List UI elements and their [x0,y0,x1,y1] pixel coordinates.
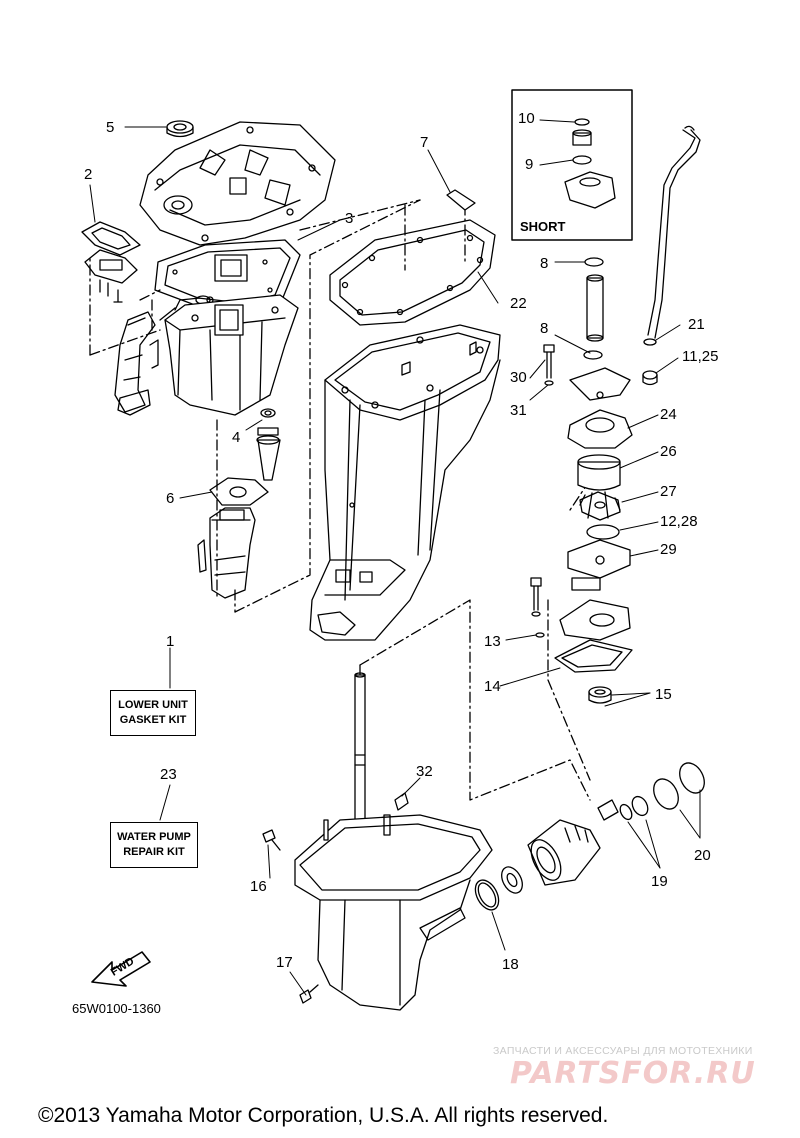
water-tube-8-part [583,257,604,360]
callout-18: 18 [502,956,519,973]
bearing-housing-part [527,819,601,886]
water-pump-repair-kit-box: WATER PUMP REPAIR KIT [110,822,202,872]
callout-8-bottom: 8 [540,320,549,337]
callout-12-28: 12,28 [660,513,698,530]
callout-31: 31 [510,402,527,419]
pin-13-part [535,632,545,638]
callout-16: 16 [250,878,267,895]
water-pipe-part [642,125,701,386]
callout-30: 30 [510,369,527,386]
callout-4: 4 [232,429,241,446]
callout-1: 1 [166,633,175,650]
spacer-part [501,866,523,894]
callout-26: 26 [660,443,677,460]
callout-leaders [89,119,701,996]
bracket-part [569,367,631,401]
callout-19: 19 [651,873,668,890]
gasket-22-part [329,219,496,326]
callout-29: 29 [660,541,677,558]
water-pump-kit-line1: WATER PUMP [117,831,191,843]
lower-unit-kit-line1: LOWER UNIT [118,699,188,711]
bearing-19-part [597,795,649,821]
water-pump-kit-line2: REPAIR KIT [123,846,185,858]
gasket-6-part [209,477,269,506]
callout-24: 24 [660,406,677,423]
callout-10: 10 [518,110,535,127]
callout-2: 2 [84,166,93,183]
outer-plate-cartridge-part [559,577,631,641]
callout-9: 9 [525,156,534,173]
callout-13: 13 [484,633,501,650]
seal-15-part [588,686,612,704]
callout-8-top: 8 [540,255,549,272]
callout-22: 22 [510,295,527,312]
copyright-footer: ©2013 Yamaha Motor Corporation, U.S.A. A… [38,1104,609,1127]
seal-4-part [260,408,276,418]
leader-dashed-lines [89,199,591,801]
key-32-part [394,792,409,811]
bolt-17-part [299,984,319,1004]
diagram-code: 65W0100-1360 [72,1001,161,1016]
callout-5: 5 [106,119,115,136]
bolt-16-part [262,829,281,851]
upper-casing-part [309,324,501,641]
pump-case-24-part [567,409,633,449]
lower-casing-part [294,814,493,1011]
muffler-part [159,294,299,416]
fwd-arrow-icon [91,951,151,987]
callout-23: 23 [160,766,177,783]
lower-unit-gasket-kit-box: LOWER UNIT GASKET KIT [110,690,200,740]
callout-6: 6 [166,490,175,507]
drive-shaft-part [354,672,366,831]
callout-7: 7 [420,134,429,151]
callout-20: 20 [694,847,711,864]
callout-17: 17 [276,954,293,971]
inset-short-label: SHORT [520,219,566,234]
callout-15: 15 [655,686,672,703]
bolt-left-pump-part [530,577,542,617]
grommet-part [256,427,281,481]
callout-3: 3 [345,210,354,227]
callout-27: 27 [660,483,677,500]
o-ring-18-part [474,879,500,911]
gasket-2-part [81,221,141,303]
callout-14: 14 [484,678,501,695]
watermark-tagline: ЗАПЧАСТИ И АКСЕССУАРЫ ДЛЯ МОТОТЕХНИКИ [493,1045,753,1057]
exhaust-tube-part [197,507,256,599]
gasket-7-part [446,189,476,211]
insert-26-part [577,454,621,491]
callout-32: 32 [416,763,433,780]
o-ring-12-part [586,524,620,540]
callout-11-25: 11,25 [682,348,719,365]
impeller-27-part [579,491,621,521]
exhaust-guide-part [139,121,336,246]
lower-unit-kit-line2: GASKET KIT [119,714,187,726]
exhaust-pipe-part [114,311,159,416]
bolt-30-part [543,344,555,386]
seal-5-part [166,120,194,138]
gasket-14-part [554,639,633,673]
callout-21: 21 [688,316,705,333]
watermark-logo: PARTSFOR.RU [510,1056,756,1091]
outer-plate-29-part [567,539,631,579]
